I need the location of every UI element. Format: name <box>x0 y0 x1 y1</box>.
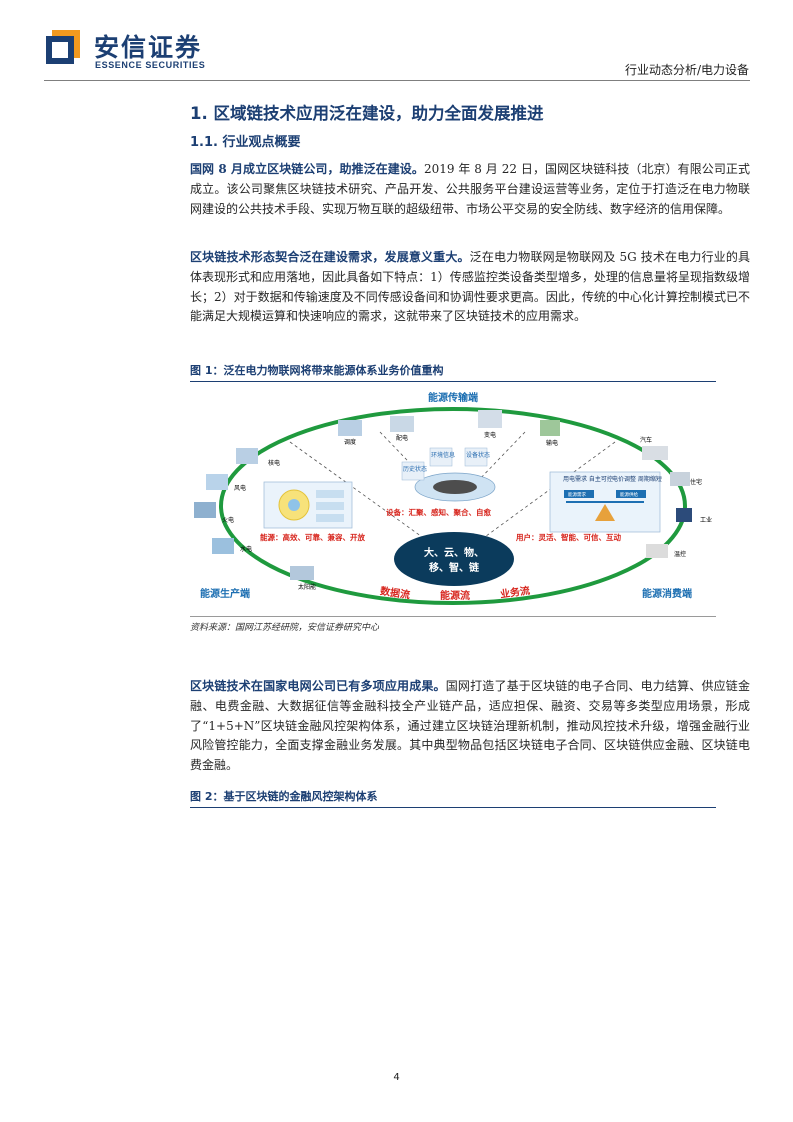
paragraph-2: 区块链技术形态契合泛在建设需求，发展意义重大。泛在电力物联网是物联网及 5G 技… <box>190 248 750 327</box>
production-nodes: 核电 风电 火电 水电 太阳能 <box>194 448 316 591</box>
balance-right-text: 电价调整 周期缩短 <box>612 475 662 483</box>
transport-end-label: 能源传输端 <box>428 391 478 404</box>
paragraph-1-body: 2019 年 8 月 22 日，国网区块链科技（北京）有限公司正式成立。该公司聚… <box>190 162 750 216</box>
paragraph-2-body: 泛在电力物联网是物联网及 5G 技术在电力行业的具体表现形式和应用落地，因此具备… <box>190 250 750 324</box>
paragraph-2-lead: 区块链技术形态契合泛在建设需求，发展意义重大。 <box>190 250 470 264</box>
tech-hub <box>394 532 514 586</box>
node-residential: 住宅 <box>690 478 702 486</box>
figure-2-title: 图 2：基于区块链的金融风控架构体系 <box>190 788 716 808</box>
page-number: 4 <box>393 1072 400 1083</box>
energy-value-diagram: 用电需求 自主可控 电价调整 周期缩短 能源需求 能源供给 历史状态 环境信息 … <box>190 384 716 614</box>
node-wind: 风电 <box>234 484 246 492</box>
brand-name-cn: 安信证券 <box>94 33 203 62</box>
figure-1-title: 图 1：泛在电力物联网将带来能源体系业务价值重构 <box>190 362 716 382</box>
energy-features: 能源：高效、可靠、兼容、开放 <box>260 532 365 542</box>
balance-left-tag: 能源需求 <box>568 491 586 498</box>
node-solar: 太阳能 <box>298 583 316 591</box>
node-dispatch: 调度 <box>344 438 356 446</box>
report-type: 行业动态分析/电力设备 <box>624 63 749 77</box>
section-subtitle: 1.1. 行业观点概要 <box>190 135 301 150</box>
brand-name-en: ESSENCE SECURITIES <box>95 60 206 70</box>
consumption-nodes: 汽车 住宅 工业 温控 <box>640 436 712 558</box>
production-end-label: 能源生产端 <box>200 587 250 600</box>
paragraph-3-body: 国网打造了基于区块链的电子合同、电力结算、供应链金融、电费金融、大数据征信等金融… <box>190 679 750 773</box>
balance-right-tag: 能源供给 <box>620 491 638 498</box>
figure-1-source: 资料来源：国网江苏经研院，安信证券研究中心 <box>190 616 716 633</box>
user-features: 用户：灵活、智能、可信、互动 <box>516 532 621 542</box>
flow-data: 数据流 <box>379 584 411 601</box>
balance-panel: 用电需求 自主可控 电价调整 周期缩短 能源需求 能源供给 <box>549 471 662 533</box>
paragraph-1-lead: 国网 8 月成立区块链公司，助推泛在建设。 <box>190 162 424 176</box>
node-hydro: 水电 <box>240 545 252 553</box>
flow-energy: 能源流 <box>440 589 470 602</box>
node-industry: 工业 <box>700 516 712 524</box>
transport-nodes: 调度 配电 变电 输电 <box>338 410 560 447</box>
flow-business: 业务流 <box>499 584 531 601</box>
node-vehicle: 汽车 <box>640 436 652 444</box>
hub-line-2: 移、智、链 <box>429 561 480 574</box>
node-thermal: 火电 <box>222 516 234 524</box>
node-transmission: 输电 <box>546 439 558 447</box>
node-temp-control: 温控 <box>674 550 686 558</box>
device-tag-1: 环境信息 <box>431 451 455 459</box>
device-tag-2: 设备状态 <box>466 451 490 459</box>
brand-logo-icon <box>46 30 80 64</box>
device-cluster: 历史状态 环境信息 设备状态 <box>401 447 496 502</box>
device-features: 设备：汇聚、感知、聚合、自愈 <box>386 507 491 517</box>
node-substation: 变电 <box>484 431 496 439</box>
node-nuclear: 核电 <box>268 459 280 467</box>
node-distribution: 配电 <box>396 434 408 442</box>
energy-value-diagram-svg: 用电需求 自主可控 电价调整 周期缩短 能源需求 能源供给 历史状态 环境信息 … <box>194 391 712 605</box>
energy-ring <box>219 407 687 605</box>
device-tag-3: 历史状态 <box>403 465 427 473</box>
section-title: 1. 区域链技术应用泛在建设，助力全面发展推进 <box>190 104 544 123</box>
consumption-end-label: 能源消费端 <box>642 587 692 600</box>
energy-panel <box>263 481 353 529</box>
paragraph-1: 国网 8 月成立区块链公司，助推泛在建设。2019 年 8 月 22 日，国网区… <box>190 160 750 219</box>
paragraph-3-lead: 区块链技术在国家电网公司已有多项应用成果。 <box>190 679 446 693</box>
paragraph-3: 区块链技术在国家电网公司已有多项应用成果。国网打造了基于区块链的电子合同、电力结… <box>190 677 750 776</box>
balance-left-text: 用电需求 自主可控 <box>563 475 613 483</box>
hub-line-1: 大、云、物、 <box>424 546 484 559</box>
header-divider <box>44 80 750 81</box>
